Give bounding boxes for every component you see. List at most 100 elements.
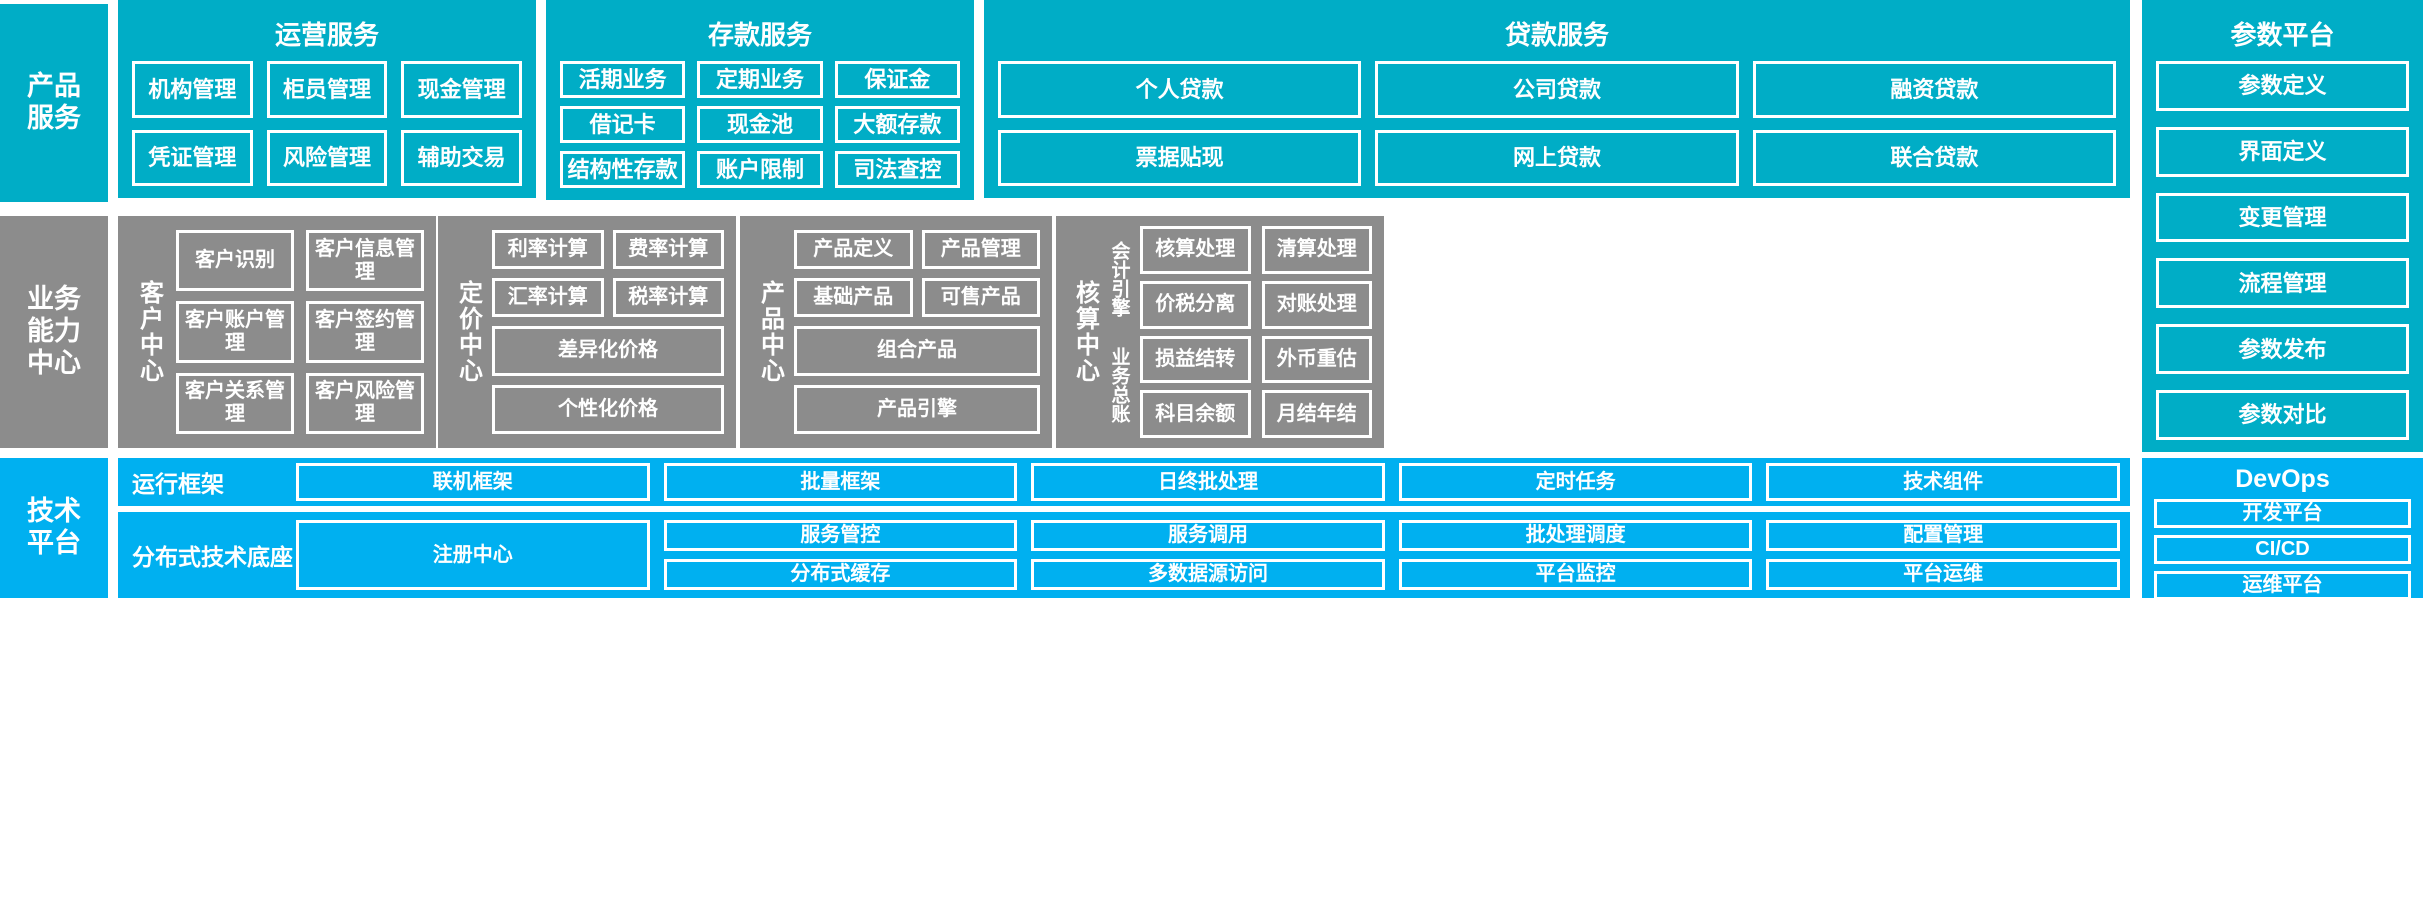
group-title-parameter-platform: 参数平台 (2230, 20, 2335, 50)
prodc-cell-jichu-chanpin[interactable]: 基础产品 (794, 278, 913, 317)
group-accounting-center: 核算中心 会计引擎 业务总账 核算处理 清算处理 价税分离 对账处理 损益结转 … (1056, 216, 1384, 448)
ac-cell-yuejie-nianjie[interactable]: 月结年结 (1261, 390, 1372, 438)
cc-cell-kehu-qianyue-guanli[interactable]: 客户签约管理 (306, 301, 424, 363)
service-cell-gongsi-daikuan[interactable]: 公司贷款 (1375, 61, 1739, 118)
pc-cell-feilv-jisuan[interactable]: 费率计算 (612, 230, 724, 269)
group-title-loan: 贷款服务 (1504, 20, 1609, 50)
service-cell-geren-daikuan[interactable]: 个人贷款 (998, 61, 1362, 118)
center-label-accounting: 核算中心 (1071, 280, 1099, 384)
ac-cell-sunyi-jiezhuan[interactable]: 损益结转 (1140, 335, 1251, 384)
tp-label-line2: 平台 (27, 528, 81, 558)
tp-label-line1: 技术 (27, 496, 81, 527)
group-devops: DevOps 开发平台 CI/CD 运维平台 (2142, 458, 2423, 600)
pc-cell-huilv-jisuan[interactable]: 汇率计算 (492, 278, 604, 317)
service-cell-wangshang-daikuan[interactable]: 网上贷款 (1375, 129, 1739, 186)
service-cell-huoqi-yewu[interactable]: 活期业务 (560, 61, 686, 98)
tp-cell-zhuce-zhongxin[interactable]: 注册中心 (296, 520, 650, 590)
tp-cell-piliang-kuangjia[interactable]: 批量框架 (663, 463, 1018, 501)
customer-items-grid: 客户识别 客户信息管理 客户账户管理 客户签约管理 客户关系管理 客户风险管理 (176, 230, 424, 434)
layer-label-product-service: 产品 服务 (0, 4, 108, 202)
bcc-label-line3: 中心 (27, 347, 81, 378)
operations-items-grid: 机构管理 柜员管理 现金管理 凭证管理 风险管理 辅助交易 (132, 61, 522, 186)
param-cell-biangeng-guanli[interactable]: 变更管理 (2156, 192, 2409, 243)
service-cell-baozhengjin[interactable]: 保证金 (834, 61, 960, 98)
group-title-devops: DevOps (2235, 465, 2330, 493)
prodc-cell-chanpin-yinqing[interactable]: 产品引擎 (794, 384, 1040, 434)
bcc-label-line1: 业务 (27, 284, 81, 315)
service-cell-pingzheng-guanli[interactable]: 凭证管理 (132, 129, 253, 186)
pricing-items-stack: 利率计算 费率计算 汇率计算 税率计算 差异化价格 个性化价格 (492, 230, 724, 434)
prodc-cell-chanpin-dingyi[interactable]: 产品定义 (794, 230, 913, 269)
service-cell-dingqi-yewu[interactable]: 定期业务 (697, 61, 823, 98)
ac-cell-jiashui-fenli[interactable]: 价税分离 (1140, 280, 1251, 329)
service-cell-fengxian-guanli[interactable]: 风险管理 (266, 129, 388, 186)
group-parameter-platform: 参数平台 参数定义 界面定义 变更管理 流程管理 参数发布 参数对比 (2142, 0, 2423, 452)
param-cell-jiemian-dingyi[interactable]: 界面定义 (2156, 126, 2409, 177)
devops-cell-kaifa-pingtai[interactable]: 开发平台 (2154, 499, 2411, 528)
row-label-distributed: 分布式技术底座 (132, 544, 293, 570)
tp-cell-dingshi-renwu[interactable]: 定时任务 (1398, 463, 1753, 501)
layer-label-line2: 服务 (27, 103, 81, 133)
row-runtime-framework: 运行框架 联机框架 批量框架 日终批处理 定时任务 技术组件 (118, 458, 2130, 506)
loan-items-grid: 个人贷款 公司贷款 融资贷款 票据贴现 网上贷款 联合贷款 (998, 61, 2116, 186)
pc-cell-shuilv-jisuan[interactable]: 税率计算 (612, 278, 724, 317)
service-cell-lianhe-daikuan[interactable]: 联合贷款 (1752, 129, 2116, 186)
service-cell-sifa-chakong[interactable]: 司法查控 (834, 151, 960, 188)
service-cell-zhanghu-xianzhi[interactable]: 账户限制 (697, 151, 823, 188)
tp-cell-duoshujuyuan-fangwen[interactable]: 多数据源访问 (1031, 559, 1385, 590)
tp-cell-fuwu-diaoyong[interactable]: 服务调用 (1031, 520, 1385, 551)
ac-cell-waibi-chonggu[interactable]: 外币重估 (1261, 335, 1372, 384)
deposit-items-grid: 活期业务 定期业务 保证金 借记卡 现金池 大额存款 结构性存款 账户限制 司法… (560, 61, 960, 188)
cc-cell-kehu-shibie[interactable]: 客户识别 (176, 230, 294, 292)
service-cell-jigou-guanli[interactable]: 机构管理 (132, 61, 253, 118)
ac-cell-qingsuan-chuli[interactable]: 清算处理 (1261, 226, 1372, 274)
center-label-customer: 客户中心 (135, 280, 163, 384)
param-cell-canshu-fabu[interactable]: 参数发布 (2156, 324, 2409, 375)
param-cell-canshu-dingyi[interactable]: 参数定义 (2156, 61, 2409, 111)
devops-cell-cicd[interactable]: CI/CD (2154, 535, 2411, 564)
pc-cell-gexinghua-jiage[interactable]: 个性化价格 (492, 384, 724, 434)
cc-cell-kehu-guanxi-guanli[interactable]: 客户关系管理 (176, 372, 294, 434)
param-cell-canshu-duibi[interactable]: 参数对比 (2156, 390, 2409, 440)
service-cell-jiejika[interactable]: 借记卡 (560, 106, 686, 143)
tp-cell-pingtai-yunwei[interactable]: 平台运维 (1766, 559, 2120, 590)
distributed-items-grid: 注册中心 服务管控 服务调用 批处理调度 配置管理 分布式缓存 多数据源访问 平… (296, 512, 2130, 598)
service-cell-rongzi-daikuan[interactable]: 融资贷款 (1752, 61, 2116, 118)
prodc-cell-keshou-chanpin[interactable]: 可售产品 (921, 278, 1040, 317)
ac-cell-duizhang-chuli[interactable]: 对账处理 (1261, 280, 1372, 329)
center-label-product: 产品中心 (756, 280, 784, 384)
cc-cell-kehu-fengxian-guanli[interactable]: 客户风险管理 (306, 372, 424, 434)
tp-cell-jishu-zujian[interactable]: 技术组件 (1766, 463, 2120, 501)
cc-cell-kehu-zhanghu-guanli[interactable]: 客户账户管理 (176, 301, 294, 363)
service-cell-piaoju-tiexian[interactable]: 票据贴现 (998, 129, 1362, 186)
service-cell-jiegouxing-cunkuan[interactable]: 结构性存款 (560, 151, 686, 188)
cc-cell-kehu-xinxi-guanli[interactable]: 客户信息管理 (306, 230, 424, 292)
prodc-cell-chanpin-guanli[interactable]: 产品管理 (921, 230, 1040, 269)
sub-label-accounting-engine: 会计引擎 (1108, 241, 1130, 317)
parameter-items-grid: 参数定义 界面定义 变更管理 流程管理 参数发布 参数对比 (2156, 61, 2409, 440)
pc-cell-chayihua-jiage[interactable]: 差异化价格 (492, 326, 724, 376)
layer-label-line1: 产品 (27, 71, 81, 102)
group-product-center: 产品中心 产品定义 产品管理 基础产品 可售产品 组合产品 产品引擎 (740, 216, 1052, 448)
ac-cell-kemu-yue[interactable]: 科目余额 (1140, 390, 1251, 438)
service-cell-xianjinchi[interactable]: 现金池 (697, 106, 823, 143)
center-label-pricing: 定价中心 (454, 280, 482, 384)
prodc-cell-zuhe-chanpin[interactable]: 组合产品 (794, 326, 1040, 376)
param-cell-liucheng-guanli[interactable]: 流程管理 (2156, 258, 2409, 309)
service-cell-xianjin-guanli[interactable]: 现金管理 (401, 61, 522, 118)
tp-cell-lianji-kuangjia[interactable]: 联机框架 (296, 463, 650, 501)
pc-cell-lilv-jisuan[interactable]: 利率计算 (492, 230, 604, 269)
tp-cell-peizhi-guanli[interactable]: 配置管理 (1766, 520, 2120, 551)
tp-cell-pingtai-jiankong[interactable]: 平台监控 (1398, 559, 1753, 590)
ac-cell-hesuan-chuli[interactable]: 核算处理 (1140, 226, 1251, 274)
service-cell-guiyuan-guanli[interactable]: 柜员管理 (266, 61, 388, 118)
tp-cell-rizhong-pichuli[interactable]: 日终批处理 (1031, 463, 1385, 501)
tp-cell-pichuli-diaodu[interactable]: 批处理调度 (1398, 520, 1753, 551)
service-cell-dae-cunkuan[interactable]: 大额存款 (834, 106, 960, 143)
devops-cell-yunwei-pingtai[interactable]: 运维平台 (2154, 571, 2411, 600)
service-cell-fuzhu-jiaoyi[interactable]: 辅助交易 (401, 129, 522, 186)
runtime-items-grid: 联机框架 批量框架 日终批处理 定时任务 技术组件 (296, 458, 2130, 506)
tp-cell-fuwu-guankong[interactable]: 服务管控 (663, 520, 1018, 551)
tp-cell-fenbushi-huancun[interactable]: 分布式缓存 (663, 559, 1018, 590)
